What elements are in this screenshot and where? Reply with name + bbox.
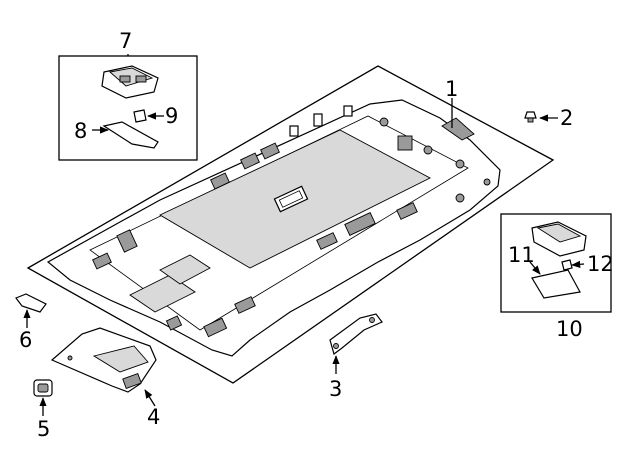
callout-1: 1 (445, 77, 458, 101)
headliner (46, 99, 501, 357)
clip-part-2 (524, 111, 558, 123)
callout-6: 6 (19, 328, 32, 352)
callout-3: 3 (329, 377, 342, 401)
dome-light-group-box (58, 54, 198, 161)
callout-12: 12 (587, 252, 614, 276)
visor-clip-part-5 (33, 379, 53, 416)
callout-7: 7 (119, 29, 132, 53)
grab-handle-part-3 (329, 313, 383, 374)
callout-9: 9 (165, 104, 178, 128)
map-light-group-box (500, 213, 612, 313)
sun-visor-part-4 (50, 327, 157, 407)
callout-5: 5 (37, 417, 50, 441)
callout-2: 2 (560, 106, 573, 130)
headliner-panel-outline (26, 65, 555, 384)
callout-11: 11 (508, 243, 535, 267)
lens-part-6 (15, 293, 47, 328)
callout-8: 8 (74, 119, 87, 143)
callout-10: 10 (556, 317, 583, 341)
callout-4: 4 (147, 405, 160, 429)
